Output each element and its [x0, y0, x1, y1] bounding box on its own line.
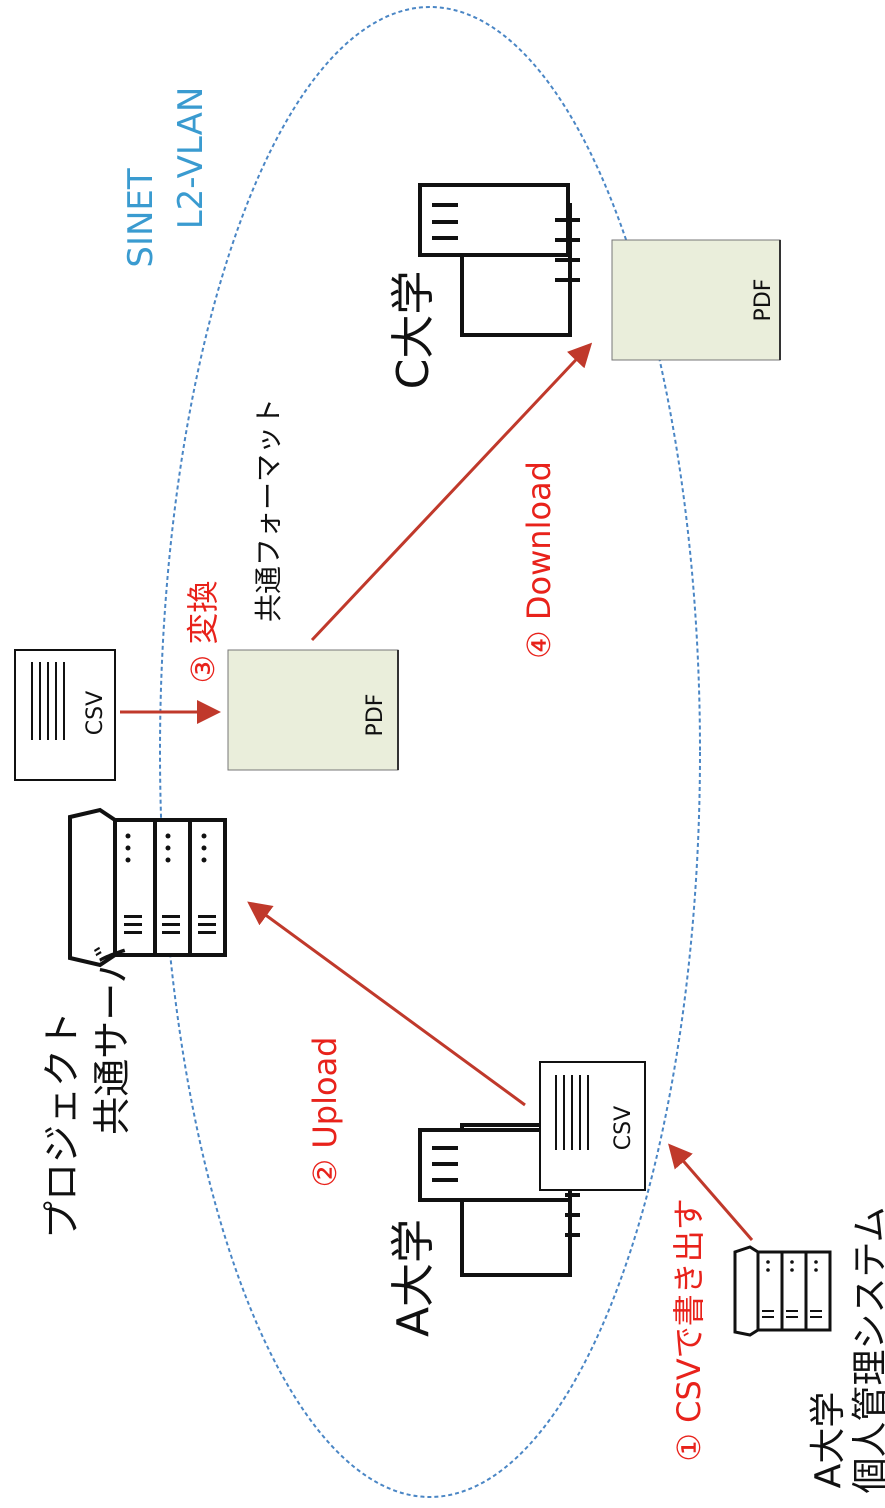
csv-a-label: CSV [611, 1106, 636, 1150]
network-label-line1: SINET [121, 168, 161, 268]
pdf-server-label: PDF [363, 694, 388, 737]
univ-a-system-label-line1: A大学 [808, 1392, 849, 1489]
csv-server-label: CSV [83, 691, 108, 735]
arrow-step4 [310, 342, 593, 642]
univ-c-label: C大学 [388, 271, 439, 390]
step2-label: ② Upload [306, 1037, 344, 1188]
network-label-line2: L2-VLAN [171, 87, 211, 230]
pdf-server-document [227, 649, 399, 771]
step4-label: ④ Download [520, 461, 558, 659]
csv-server-document [14, 649, 116, 781]
univ-c-computer-icon [418, 183, 580, 337]
arrow-step2 [247, 901, 526, 1107]
pdf-c-label: PDF [751, 279, 776, 322]
univ-a-label: A大学 [388, 1219, 439, 1337]
csv-a-document [539, 1061, 646, 1191]
univ-a-system-server-icon [733, 1245, 832, 1337]
network-ellipse [159, 6, 701, 1498]
common-format-label: 共通フォーマット [252, 398, 285, 622]
project-server-label-line2: 共通サーバ [90, 945, 134, 1135]
project-server-label-line1: プロジェクト [40, 1011, 84, 1239]
arrow-step1 [668, 1143, 754, 1241]
step3-label: ③ 変換 [184, 581, 222, 684]
univ-a-system-label-line2: 個人管理システム [850, 1207, 885, 1494]
step1-label: ① CSVで書き出す [670, 1198, 708, 1461]
project-server-icon [68, 807, 227, 968]
